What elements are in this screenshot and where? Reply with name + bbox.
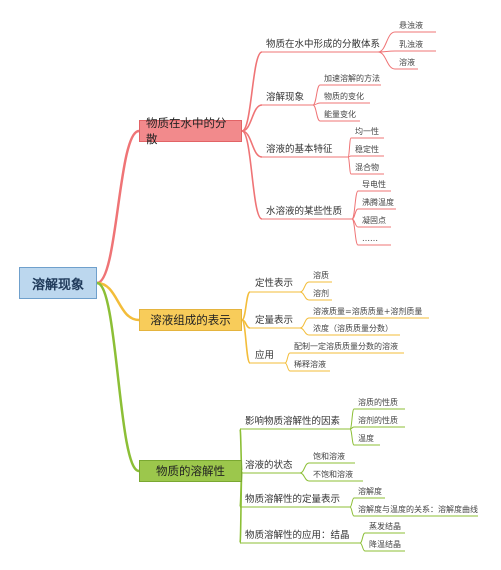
leaf-solute[interactable]: 溶质 bbox=[313, 271, 329, 280]
connector-branch-2-leaf-2-2 bbox=[299, 327, 310, 336]
connector-branch-3-leaf-2-2 bbox=[299, 472, 310, 482]
topic-solubility-quantitative[interactable]: 物质溶解性的定量表示 bbox=[245, 494, 341, 505]
connector-branch-3-leaf-1-3 bbox=[349, 428, 355, 446]
leaf-boiling-temp[interactable]: 沸腾温度 bbox=[362, 198, 394, 207]
connector-branch-1-leaf-4-4 bbox=[351, 218, 359, 246]
leaf-solution[interactable]: 溶液 bbox=[399, 58, 415, 67]
leaf-uniformity[interactable]: 均一性 bbox=[355, 127, 379, 136]
connector-root-branch-2 bbox=[96, 281, 140, 322]
leaf-mixture[interactable]: 混合物 bbox=[355, 163, 379, 172]
connector-branch-3-leaf-4-2 bbox=[359, 542, 366, 552]
connector-branch-2-topic-3 bbox=[241, 319, 251, 364]
connector-branch-1-leaf-1-1 bbox=[377, 31, 396, 53]
leaf-suspension[interactable]: 悬浊液 bbox=[399, 21, 423, 30]
connector-branch-1-topic-4 bbox=[241, 130, 263, 220]
connector-branch-2-leaf-1-1 bbox=[299, 281, 310, 293]
leaf-freezing-point[interactable]: 凝固点 bbox=[362, 216, 386, 225]
connector-branch-3-leaf-2-1 bbox=[299, 462, 310, 474]
connector-branch-3-leaf-3-1 bbox=[349, 497, 355, 508]
connector-branch-2-leaf-1-2 bbox=[299, 291, 310, 301]
connector-branch-2-leaf-3-1 bbox=[284, 352, 291, 364]
leaf-substance-change[interactable]: 物质的变化 bbox=[324, 92, 364, 101]
connector-branch-3-leaf-4-1 bbox=[359, 532, 366, 544]
connector-branch-3-leaf-3-2 bbox=[349, 506, 355, 517]
branch-node-dispersion[interactable]: 物质在水中的分散 bbox=[139, 116, 242, 146]
connector-branch-1-topic-1 bbox=[241, 51, 263, 132]
connector-branch-1-leaf-2-1 bbox=[312, 84, 321, 106]
topic-application[interactable]: 应用 bbox=[255, 350, 275, 361]
connector-branch-2-topic-1 bbox=[241, 291, 251, 321]
connector-branch-1-leaf-2-3 bbox=[312, 104, 321, 122]
connector-branch-1-topic-2 bbox=[241, 104, 263, 132]
leaf-ellipsis[interactable]: …… bbox=[362, 234, 378, 243]
leaf-evaporative-crystallization[interactable]: 蒸发结晶 bbox=[369, 522, 401, 531]
leaf-solubility-curve[interactable]: 溶解度与温度的关系：溶解度曲线 bbox=[358, 505, 478, 514]
topic-solution-properties[interactable]: 水溶液的某些性质 bbox=[266, 206, 343, 217]
leaf-solvent-nature[interactable]: 溶剂的性质 bbox=[358, 416, 398, 425]
topic-qualitative[interactable]: 定性表示 bbox=[255, 278, 294, 289]
connector-root-branch-3 bbox=[96, 281, 140, 473]
leaf-mass-relation[interactable]: 溶液质量=溶质质量+溶剂质量 bbox=[313, 307, 423, 316]
topic-solution-features[interactable]: 溶液的基本特征 bbox=[266, 144, 333, 155]
leaf-temperature[interactable]: 温度 bbox=[358, 434, 374, 443]
connector-branch-1-leaf-3-3 bbox=[347, 156, 352, 175]
leaf-energy-change[interactable]: 能量变化 bbox=[324, 110, 356, 119]
connector-root-branch-1 bbox=[96, 129, 140, 285]
leaf-saturated[interactable]: 饱和溶液 bbox=[313, 452, 345, 461]
topic-dispersion-system[interactable]: 物质在水中形成的分散体系 bbox=[266, 39, 381, 50]
branch-node-solubility[interactable]: 物质的溶解性 bbox=[139, 460, 242, 482]
connector-branch-1-leaf-3-1 bbox=[347, 137, 352, 158]
leaf-concentration[interactable]: 浓度（溶质质量分数） bbox=[313, 324, 393, 333]
leaf-solvent[interactable]: 溶剂 bbox=[313, 289, 329, 298]
connector-branch-3-leaf-1-1 bbox=[349, 408, 355, 430]
connector-branch-1-leaf-1-3 bbox=[377, 51, 396, 70]
connector-branch-2-leaf-2-1 bbox=[299, 317, 310, 329]
branch-node-composition[interactable]: 溶液组成的表示 bbox=[139, 309, 242, 331]
leaf-unsaturated[interactable]: 不饱和溶液 bbox=[313, 470, 353, 479]
leaf-prepare-solution[interactable]: 配制一定溶质质量分数的溶液 bbox=[294, 342, 398, 351]
leaf-solubility[interactable]: 溶解度 bbox=[358, 487, 382, 496]
topic-solution-state[interactable]: 溶液的状态 bbox=[245, 460, 293, 471]
leaf-conductivity[interactable]: 导电性 bbox=[362, 180, 386, 189]
leaf-solute-nature[interactable]: 溶质的性质 bbox=[358, 398, 398, 407]
topic-solubility-application[interactable]: 物质溶解性的应用：结晶 bbox=[245, 530, 350, 541]
leaf-dilute-solution[interactable]: 稀释溶液 bbox=[294, 360, 326, 369]
topic-quantitative[interactable]: 定量表示 bbox=[255, 315, 294, 326]
topic-solubility-factors[interactable]: 影响物质溶解性的因素 bbox=[245, 416, 341, 427]
leaf-stability[interactable]: 稳定性 bbox=[355, 145, 379, 154]
leaf-speed-dissolving[interactable]: 加速溶解的方法 bbox=[324, 74, 380, 83]
leaf-cooling-crystallization[interactable]: 降温结晶 bbox=[369, 540, 401, 549]
connector-branch-2-leaf-3-2 bbox=[284, 362, 291, 372]
root-node[interactable]: 溶解现象 bbox=[19, 267, 97, 299]
leaf-emulsion[interactable]: 乳浊液 bbox=[399, 40, 423, 49]
topic-dissolution-phenomenon[interactable]: 溶解现象 bbox=[266, 92, 305, 103]
